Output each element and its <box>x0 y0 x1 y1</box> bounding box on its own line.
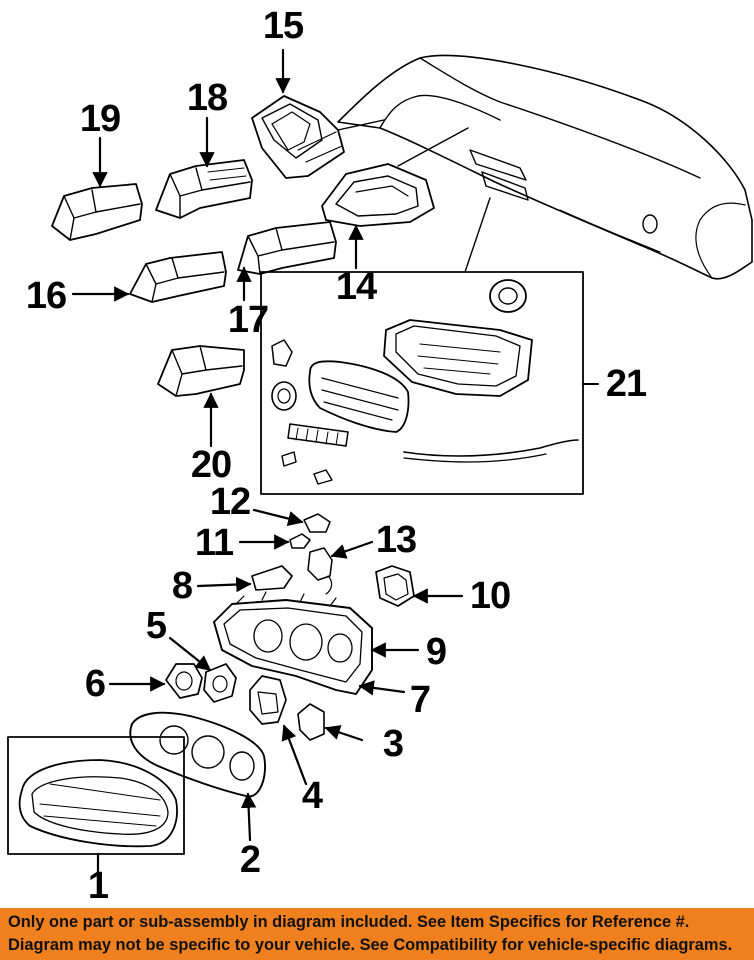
part-6 <box>165 663 203 699</box>
kit-21-box <box>260 197 599 495</box>
leader-lines <box>71 48 464 874</box>
part-13 <box>307 547 333 595</box>
callout-4: 4 <box>301 775 323 817</box>
part-4 <box>249 675 287 725</box>
callout-2: 2 <box>239 839 261 881</box>
notice-line-2: Diagram may not be specific to your vehi… <box>8 936 733 954</box>
callout-12: 12 <box>209 481 251 523</box>
callout-18: 18 <box>186 77 228 119</box>
callout-20: 20 <box>190 444 232 486</box>
part-18 <box>155 159 253 219</box>
part-1-box <box>7 736 185 855</box>
part-11 <box>289 533 311 549</box>
callout-19: 19 <box>79 98 121 140</box>
part-8 <box>251 565 293 591</box>
part-3 <box>297 703 325 741</box>
part-5 <box>203 663 237 703</box>
callout-6: 6 <box>84 663 106 705</box>
callout-8: 8 <box>171 565 193 607</box>
callout-10: 10 <box>469 575 511 617</box>
part-10 <box>375 565 415 607</box>
part-12 <box>303 513 331 533</box>
callout-16: 16 <box>25 275 67 317</box>
diagram-drawing <box>7 48 753 874</box>
part-16 <box>129 251 227 303</box>
callout-15: 15 <box>262 5 304 47</box>
callout-17: 17 <box>227 299 269 341</box>
callout-21: 21 <box>605 363 647 405</box>
kit-21-parts <box>271 279 579 485</box>
callout-5: 5 <box>145 605 167 647</box>
part-17 <box>237 221 337 275</box>
part-15 <box>251 95 385 179</box>
notice-line-1: Only one part or sub-assembly in diagram… <box>8 913 690 931</box>
callout-7: 7 <box>409 679 431 721</box>
notice-banner: Only one part or sub-assembly in diagram… <box>0 908 754 960</box>
part-2-bezel <box>129 711 266 798</box>
callout-14: 14 <box>335 266 377 308</box>
part-14 <box>321 127 469 227</box>
callout-3: 3 <box>382 723 404 765</box>
part-20 <box>157 345 245 397</box>
callout-11: 11 <box>194 522 234 564</box>
callout-1: 1 <box>87 865 109 907</box>
dashboard-panel <box>337 54 753 280</box>
callout-9: 9 <box>425 631 447 673</box>
part-19 <box>51 183 143 241</box>
cluster-9 <box>213 591 373 695</box>
callout-13: 13 <box>375 519 417 561</box>
